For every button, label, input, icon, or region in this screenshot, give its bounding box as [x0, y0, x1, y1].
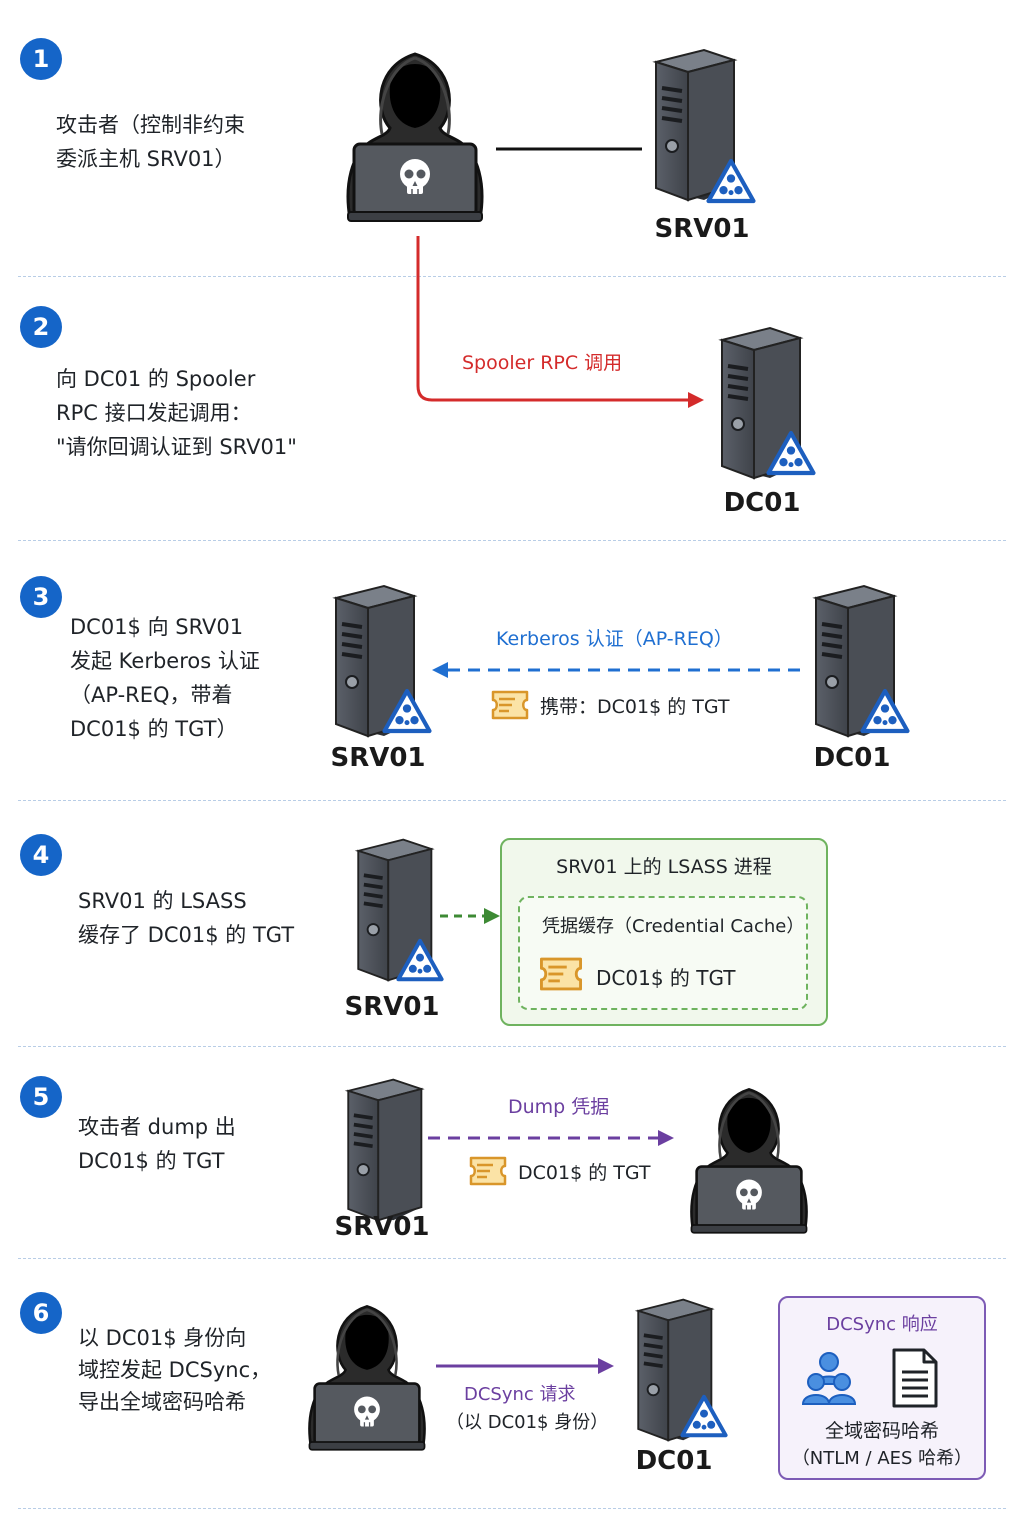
edge-label: Dump 凭据 [508, 1096, 610, 1118]
ticket-icon [468, 1154, 508, 1188]
server-label: SRV01 [344, 992, 440, 1022]
step-badge: 3 [20, 576, 62, 618]
step-badge: 6 [20, 1292, 62, 1334]
step-description: 向 DC01 的 Spooler RPC 接口发起调用： "请你回调认证到 SR… [56, 367, 297, 459]
section-divider [18, 1046, 1006, 1047]
step-description: 攻击者（控制非约束 委派主机 SRV01） [56, 113, 245, 171]
ad-triangle-icon [680, 1394, 728, 1438]
section-divider [18, 800, 1006, 801]
server-label: DC01 [813, 743, 891, 773]
edge-label: Kerberos 认证（AP-REQ） [496, 628, 733, 650]
ad-triangle-icon [766, 430, 816, 476]
dump-arrow [428, 1130, 674, 1146]
section-divider [18, 1508, 1006, 1509]
server-label: SRV01 [330, 743, 426, 773]
step-badge: 5 [20, 1076, 62, 1118]
step-badge: 2 [20, 306, 62, 348]
users-icon [801, 1352, 857, 1405]
server-label: SRV01 [334, 1212, 430, 1242]
connection-line [496, 147, 642, 151]
document-icon [892, 1348, 938, 1408]
ticket-label: DC01$ 的 TGT [518, 1162, 651, 1184]
step-badge: 4 [20, 834, 62, 876]
hacker-icon [294, 1290, 440, 1460]
cache-ticket-label: DC01$ 的 TGT [596, 966, 736, 990]
section-divider [18, 1258, 1006, 1259]
rpc-call-arrow [416, 236, 704, 408]
edge-label: DCSync 请求 [464, 1384, 576, 1405]
server-label: SRV01 [654, 214, 750, 244]
lsass-process-box: SRV01 上的 LSASS 进程 凭据缓存（Credential Cache）… [500, 838, 828, 1026]
dcsync-response-box: DCSync 响应 全域密码哈希 （NTLM / AES 哈希） [778, 1296, 986, 1480]
dcsync-box-title: DCSync 响应 [826, 1314, 938, 1335]
step-description: 以 DC01$ 身份向 域控发起 DCSync， 导出全域密码哈希 [78, 1326, 272, 1414]
server-label: DC01 [635, 1446, 713, 1476]
ad-triangle-icon [382, 688, 432, 734]
server-label: DC01 [723, 488, 801, 518]
step-badge: 1 [20, 38, 62, 80]
dcsync-request-arrow [436, 1358, 614, 1374]
dcsync-result-line1: 全域密码哈希 [824, 1420, 939, 1442]
section-divider [18, 540, 1006, 541]
ad-triangle-icon [860, 688, 910, 734]
hacker-icon [676, 1078, 822, 1238]
ticket-label: 携带：DC01$ 的 TGT [540, 696, 730, 718]
kerberos-auth-arrow [432, 662, 802, 678]
credential-cache-box: 凭据缓存（Credential Cache） DC01$ 的 TGT [518, 896, 808, 1010]
hacker-icon [330, 44, 500, 224]
dcsync-result-line2: （NTLM / AES 哈希） [791, 1448, 973, 1469]
cache-arrow [440, 908, 500, 924]
ad-triangle-icon [706, 158, 756, 204]
step-description: SRV01 的 LSASS 缓存了 DC01$ 的 TGT [78, 889, 295, 947]
server-icon [332, 1074, 432, 1224]
cache-title: 凭据缓存（Credential Cache） [542, 916, 805, 937]
edge-label: （以 DC01$ 身份） [446, 1412, 609, 1433]
ticket-icon [490, 688, 530, 722]
step-description: DC01$ 向 SRV01 发起 Kerberos 认证 （AP-REQ，带着 … [70, 615, 260, 741]
ticket-icon [538, 954, 584, 994]
step-description: 攻击者 dump 出 DC01$ 的 TGT [78, 1115, 236, 1173]
ad-triangle-icon [396, 938, 444, 982]
section-divider [18, 276, 1006, 277]
lsass-box-title: SRV01 上的 LSASS 进程 [556, 856, 772, 878]
edge-label: Spooler RPC 调用 [462, 352, 623, 374]
